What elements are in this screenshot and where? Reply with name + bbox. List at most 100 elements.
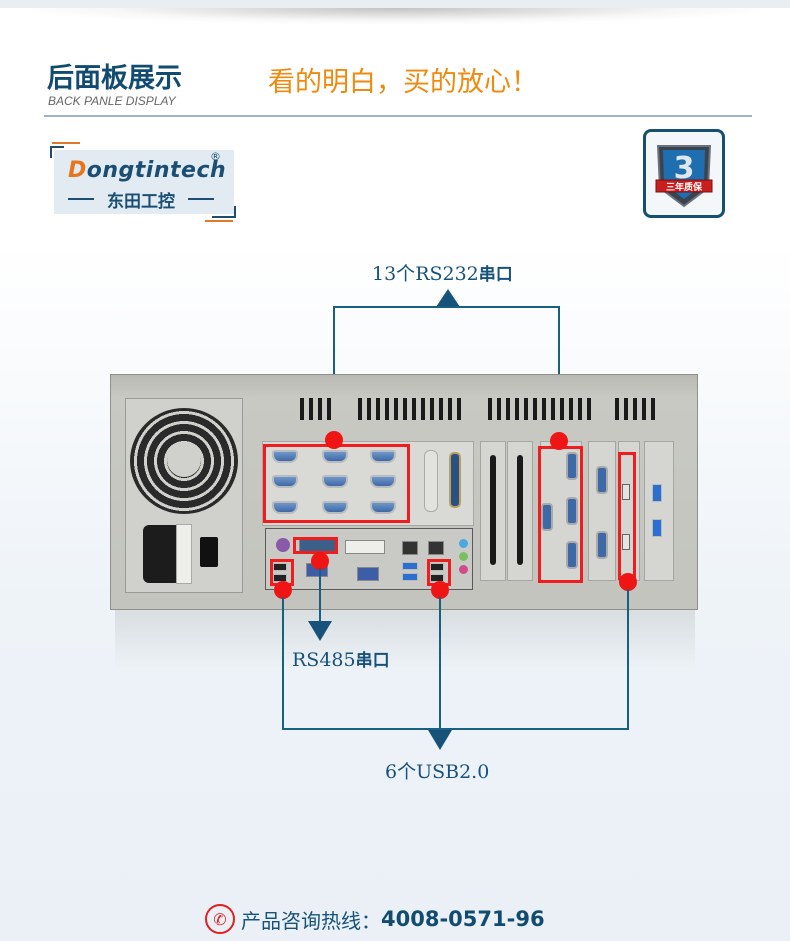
rs485-connector: [319, 568, 321, 624]
rs232-highlight-box: [263, 444, 410, 523]
rs232-connector-left: [333, 306, 335, 438]
arrow-down-icon: [428, 730, 452, 750]
logo-corner-decoration: [50, 146, 52, 158]
logo-corner-decoration: [205, 220, 233, 222]
rs232-count: 13个: [372, 263, 416, 285]
db9-port: [596, 466, 608, 494]
marker-dot: [311, 552, 329, 570]
usb-port: [622, 534, 630, 550]
phone-icon: ✆: [205, 904, 235, 934]
db9-port: [322, 501, 348, 514]
audio-jack-blue: [459, 539, 468, 548]
usb-card-highlight-box: [618, 452, 636, 580]
fan-hub: [167, 443, 201, 477]
db9-port: [566, 497, 578, 525]
vent: [488, 398, 592, 420]
marker-dot: [325, 431, 343, 449]
logo-dash-left: [68, 198, 94, 200]
warranty-badge: 3 三年质保: [643, 129, 725, 218]
logo-cn: 东田工控: [107, 192, 175, 212]
logo-corner-decoration: [50, 146, 64, 148]
usb-connector-right: [627, 589, 629, 730]
logo-name-rest: ongtintech: [86, 158, 227, 183]
vent: [358, 398, 466, 420]
rs232-annotation-label: 13个RS232串口: [372, 259, 513, 286]
marker-dot: [274, 581, 292, 599]
usb-name: USB2.0: [416, 761, 490, 783]
usb3-port: [402, 562, 418, 570]
power-socket: [143, 525, 181, 583]
usb-annotation-label: 6个USB2.0: [385, 757, 489, 784]
ps2-port: [276, 538, 290, 552]
rs232-connector-right: [558, 306, 560, 438]
slot-vent: [517, 455, 523, 565]
rs232-name: RS232: [415, 263, 479, 285]
svg-text:3: 3: [674, 151, 695, 186]
logo-corner-decoration: [234, 206, 236, 218]
ethernet-port: [402, 541, 418, 555]
top-shadow: [30, 8, 760, 24]
rs485-name: RS485: [292, 649, 356, 671]
header-divider: [44, 115, 752, 117]
usb-connector-left: [282, 597, 284, 730]
logo-name: Dongtintech: [68, 158, 226, 183]
vent: [615, 398, 655, 420]
usb3-card-slot: [644, 441, 674, 581]
db9-port: [322, 450, 348, 463]
arrow-down-icon: [308, 621, 332, 641]
marker-dot: [550, 432, 568, 450]
db9-port: [370, 501, 396, 514]
parallel-port: [449, 452, 461, 508]
marker-dot: [619, 573, 637, 591]
hotline: ✆ 产品咨询热线： 4008-0571-96: [205, 903, 545, 935]
rs485-annotation-label: RS485串口: [292, 646, 390, 671]
marker-dot: [431, 581, 449, 599]
db9-port: [272, 450, 298, 463]
rs485-suffix: 串口: [355, 651, 390, 671]
hotline-label: 产品咨询热线：: [241, 908, 381, 933]
serial-card-slot: [588, 441, 616, 581]
psu-label: [176, 524, 192, 584]
rs485-highlight-box: [293, 537, 338, 554]
usb3-port: [652, 519, 662, 537]
section-subtitle: BACK PANLE DISPLAY: [48, 94, 176, 108]
audio-jack-green: [459, 552, 468, 561]
usb-port: [622, 484, 630, 500]
rs232-bracket-line: [333, 306, 560, 308]
db9-port: [322, 475, 348, 488]
slot-vent: [490, 455, 496, 565]
usb3-port: [652, 484, 662, 502]
top-bar: [0, 0, 790, 8]
logo-first-letter: D: [68, 158, 87, 183]
logo-background: [54, 150, 234, 214]
shield-icon: 3 三年质保: [655, 145, 713, 208]
registered-mark: ®: [210, 150, 221, 163]
dvi-port: [345, 540, 385, 554]
chassis-reflection: [115, 610, 695, 670]
section-title: 后面板展示: [47, 63, 182, 94]
arrow-up-icon: [436, 289, 460, 307]
power-switch: [200, 537, 218, 567]
usb-connector-mid: [439, 597, 441, 730]
audio-jack-pink: [459, 565, 468, 574]
blank-knockout: [424, 450, 438, 512]
hotline-number[interactable]: 4008-0571-96: [381, 907, 545, 931]
logo-dash-right: [188, 198, 214, 200]
db9-port: [566, 541, 578, 569]
usb-bracket-line: [282, 728, 629, 730]
ethernet-port: [428, 541, 444, 555]
db9-port: [272, 501, 298, 514]
vent: [300, 398, 336, 420]
db9-port: [370, 475, 396, 488]
slogan: 看的明白，买的放心！: [268, 67, 538, 98]
rs232-suffix: 串口: [478, 265, 513, 285]
usb3-port: [402, 573, 418, 581]
vga-port: [357, 567, 379, 581]
db9-port: [272, 475, 298, 488]
usb-port: [430, 563, 444, 571]
db9-port: [370, 450, 396, 463]
logo-corner-decoration: [52, 142, 80, 144]
db9-port: [566, 452, 578, 480]
logo-corner-decoration: [212, 216, 236, 218]
db9-port: [541, 503, 553, 531]
